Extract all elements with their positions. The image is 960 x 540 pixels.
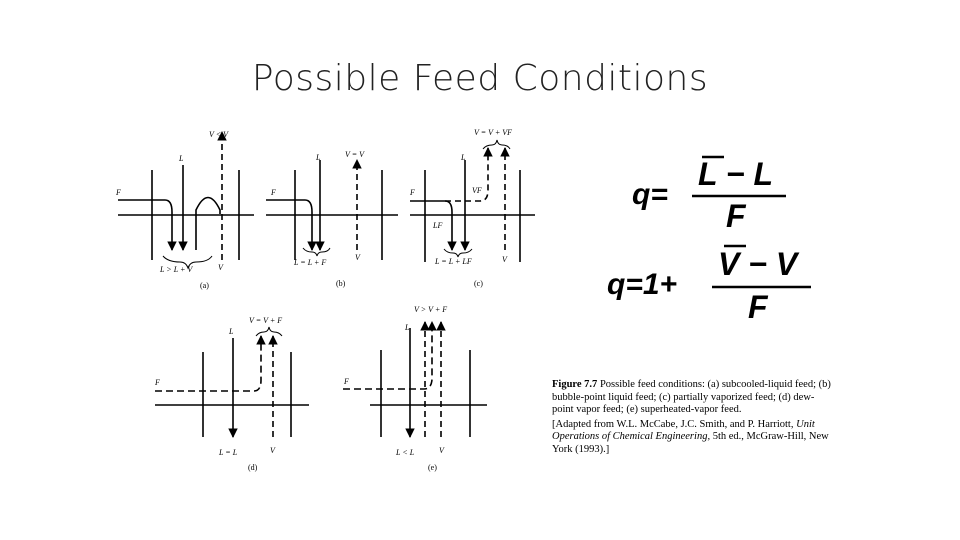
panel-c-vf-label: VF	[472, 186, 482, 195]
feed-vapor-stream	[155, 335, 266, 392]
feed-vapor-stream	[445, 147, 493, 202]
panel-c-bottom-left: L = L + LF	[434, 257, 472, 266]
panel-d-bottom-right: V	[270, 446, 276, 455]
panel-d	[155, 326, 309, 438]
panel-c-bottom-right: V	[502, 255, 508, 264]
eq2-lhs: q=1+	[607, 268, 678, 301]
panel-a-tag: (a)	[200, 281, 209, 290]
feed-stream	[266, 199, 317, 251]
panel-c	[410, 139, 535, 262]
panel-b-tag: (b)	[336, 279, 346, 288]
panel-c-feed-label: F	[409, 188, 415, 197]
panel-b-feed-label: F	[270, 188, 276, 197]
caption-source-book: Unit Operations of Chemical Engineering,	[552, 418, 815, 443]
equation-overbars	[702, 155, 746, 248]
caption-source: [Adapted from W.L. McCabe, J.C. Smith, a…	[552, 419, 834, 457]
brace	[162, 255, 213, 270]
fraction-bars	[692, 194, 811, 289]
eq2-numerator: V − V	[718, 246, 798, 282]
panel-d-bottom-left: L = L	[218, 448, 238, 457]
panel-a-liquid-label: L	[178, 154, 184, 163]
panel-e-tag: (e)	[428, 463, 437, 472]
eq2-denominator: F	[748, 289, 768, 325]
panel-c-top-label: V = V + VF	[474, 128, 512, 137]
brace-top	[255, 326, 283, 337]
panel-c-lf-label: LF	[432, 221, 442, 230]
brace	[302, 247, 331, 257]
brace-bottom	[443, 248, 473, 258]
panel-a-top-label: V < V	[209, 130, 229, 139]
panel-b-bottom-left: L = L + F	[293, 258, 326, 267]
feed-vapor-stream	[343, 321, 437, 390]
panel-a-bottom-left: L > L + V	[159, 265, 193, 274]
panel-d-liquid-label: L	[228, 327, 234, 336]
panel-e-feed-label: F	[343, 377, 349, 386]
panel-e-top-label: V > V + F	[414, 305, 447, 314]
panel-a	[118, 131, 254, 270]
caption-source-pre: [Adapted from W.L. McCabe, J.C. Smith, a…	[552, 418, 794, 430]
panel-e	[343, 321, 487, 438]
panel-c-tag: (c)	[474, 279, 483, 288]
caption-source-post: 5th ed., McGraw-Hill, New York (1993).]	[552, 431, 829, 455]
caption-heading: Figure 7.7	[552, 379, 598, 390]
panel-a-feed-label: F	[115, 188, 121, 197]
feed-liquid-stream	[410, 200, 457, 251]
slide-title: Possible Feed Conditions	[251, 58, 709, 99]
panel-e-liquid-label: L	[404, 323, 410, 332]
eq1-numerator: L − L	[698, 156, 773, 192]
feed-stream	[118, 199, 177, 251]
brace-top	[482, 139, 511, 150]
panel-c-liquid-label: L	[460, 153, 466, 162]
panel-b-top-label: V = V	[345, 150, 365, 159]
eq1-lhs: q=	[632, 178, 668, 211]
figure-caption: Figure 7.7 Possible feed conditions: (a)…	[552, 379, 834, 457]
panel-b	[266, 159, 398, 260]
panel-e-bottom-right: V	[439, 446, 445, 455]
panel-e-bottom-left: L < L	[395, 448, 415, 457]
eq1-denominator: F	[726, 198, 746, 234]
condensing-loop	[195, 196, 221, 250]
panel-d-top-label: V = V + F	[249, 316, 282, 325]
caption-text: Possible feed conditions: (a) subcooled-…	[552, 379, 831, 416]
panel-b-liquid-label: L	[315, 153, 321, 162]
panel-d-tag: (d)	[248, 463, 258, 472]
panel-b-bottom-right: V	[355, 253, 361, 262]
panel-d-feed-label: F	[154, 378, 160, 387]
panel-a-bottom-right: V	[218, 263, 224, 272]
